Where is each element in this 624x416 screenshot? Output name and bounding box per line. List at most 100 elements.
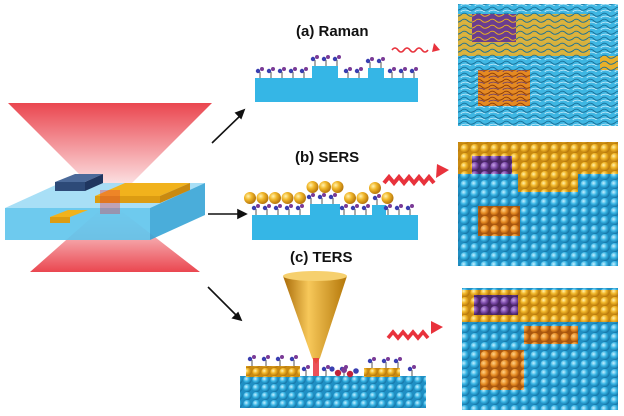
molecule <box>248 355 256 366</box>
molecule-atom <box>306 365 310 369</box>
raman-signal-wave <box>392 48 428 52</box>
molecule-atom <box>348 67 352 71</box>
panel-raman: (a) Raman <box>255 23 440 102</box>
molecule-atom <box>355 69 359 73</box>
molecule <box>296 204 304 215</box>
molecule <box>290 355 298 366</box>
molecule-atom <box>267 204 271 208</box>
molecule <box>322 365 330 376</box>
molecule-atom <box>294 355 298 359</box>
molecule-atom <box>388 204 392 208</box>
panel-sers: (b) SERS <box>244 149 449 240</box>
molecule-atom <box>329 195 333 199</box>
molecule-atom <box>406 206 410 210</box>
molecule <box>274 204 282 215</box>
ters-map-orange-block <box>480 350 524 390</box>
molecule-atom <box>252 206 256 210</box>
molecule <box>329 193 337 204</box>
molecule-atom <box>340 206 344 210</box>
molecule-atom <box>280 355 284 359</box>
sers-signal-wave <box>384 177 434 183</box>
molecule-atom <box>394 359 398 363</box>
molecule-atom <box>351 206 355 210</box>
molecule-atom <box>307 195 311 199</box>
molecule-atom <box>274 206 278 210</box>
raman-map <box>458 4 618 126</box>
molecule-cluster-atom <box>341 367 347 373</box>
molecule-atom <box>381 57 385 61</box>
gold-patch-small-front <box>50 217 70 223</box>
molecule <box>410 67 418 78</box>
sers-gold-nanoparticles <box>244 181 394 204</box>
gold-nanoparticle <box>244 192 256 204</box>
gold-nanoparticle <box>344 192 356 204</box>
molecule <box>368 357 376 368</box>
molecule-atom <box>278 69 282 73</box>
molecule <box>382 357 390 368</box>
molecule-atom <box>377 59 381 63</box>
molecule-atom <box>399 204 403 208</box>
molecule-atom <box>386 357 390 361</box>
gold-nanoparticle <box>357 192 369 204</box>
panel-ters: (c) TERS <box>240 249 443 408</box>
molecule-atom <box>337 55 341 59</box>
arrow-to-ters <box>208 287 238 317</box>
molecule-atom <box>322 367 326 371</box>
gold-nanoparticle <box>382 192 394 204</box>
molecule-atom <box>311 193 315 197</box>
molecule <box>318 193 326 204</box>
arrows <box>208 110 246 320</box>
molecule-atom <box>388 69 392 73</box>
ters-gold-island-right <box>364 368 400 377</box>
molecule-atom <box>256 69 260 73</box>
molecule-atom <box>304 67 308 71</box>
molecule <box>300 67 308 78</box>
gold-nanoparticle <box>269 192 281 204</box>
molecule-atom <box>271 67 275 71</box>
molecule <box>408 365 416 376</box>
panel-label-sers: (b) SERS <box>295 149 359 166</box>
molecule-atom <box>403 67 407 71</box>
molecule-atom <box>377 194 381 198</box>
molecule-atom <box>266 355 270 359</box>
molecule <box>289 67 297 78</box>
molecule-atom <box>355 204 359 208</box>
molecule <box>399 67 407 78</box>
molecule-atom <box>296 206 300 210</box>
molecule <box>366 57 374 68</box>
gold-nanoparticle <box>319 181 331 193</box>
molecule-atom <box>408 367 412 371</box>
gold-nanoparticle <box>369 182 381 194</box>
molecule-cluster-atom <box>353 368 359 374</box>
molecule-cluster-atom <box>335 370 341 376</box>
ters-field-spot <box>313 358 319 376</box>
molecule-atom <box>410 204 414 208</box>
molecule-atom <box>300 204 304 208</box>
molecule <box>355 67 363 78</box>
molecule-patch-front <box>55 182 85 191</box>
molecule-atom <box>318 195 322 199</box>
ters-substrate <box>240 376 426 408</box>
molecule-atom <box>344 69 348 73</box>
molecule-atom <box>276 357 280 361</box>
molecule-atom <box>248 357 252 361</box>
molecule <box>395 204 403 215</box>
molecule <box>344 67 352 78</box>
molecule-atom <box>370 57 374 61</box>
molecule-atom <box>289 204 293 208</box>
laser-focus <box>100 190 120 214</box>
molecule <box>302 365 310 376</box>
molecule <box>373 194 381 205</box>
sers-map <box>458 142 618 266</box>
molecule <box>362 204 370 215</box>
molecule-atom <box>262 357 266 361</box>
sers-map-orange-region <box>478 206 520 236</box>
molecule-atom <box>344 204 348 208</box>
molecule-atom <box>322 193 326 197</box>
sers-signal-arrowhead <box>436 164 449 178</box>
molecule-atom <box>410 69 414 73</box>
molecule-atom <box>302 367 306 371</box>
molecule <box>252 204 260 215</box>
molecule <box>311 55 319 66</box>
